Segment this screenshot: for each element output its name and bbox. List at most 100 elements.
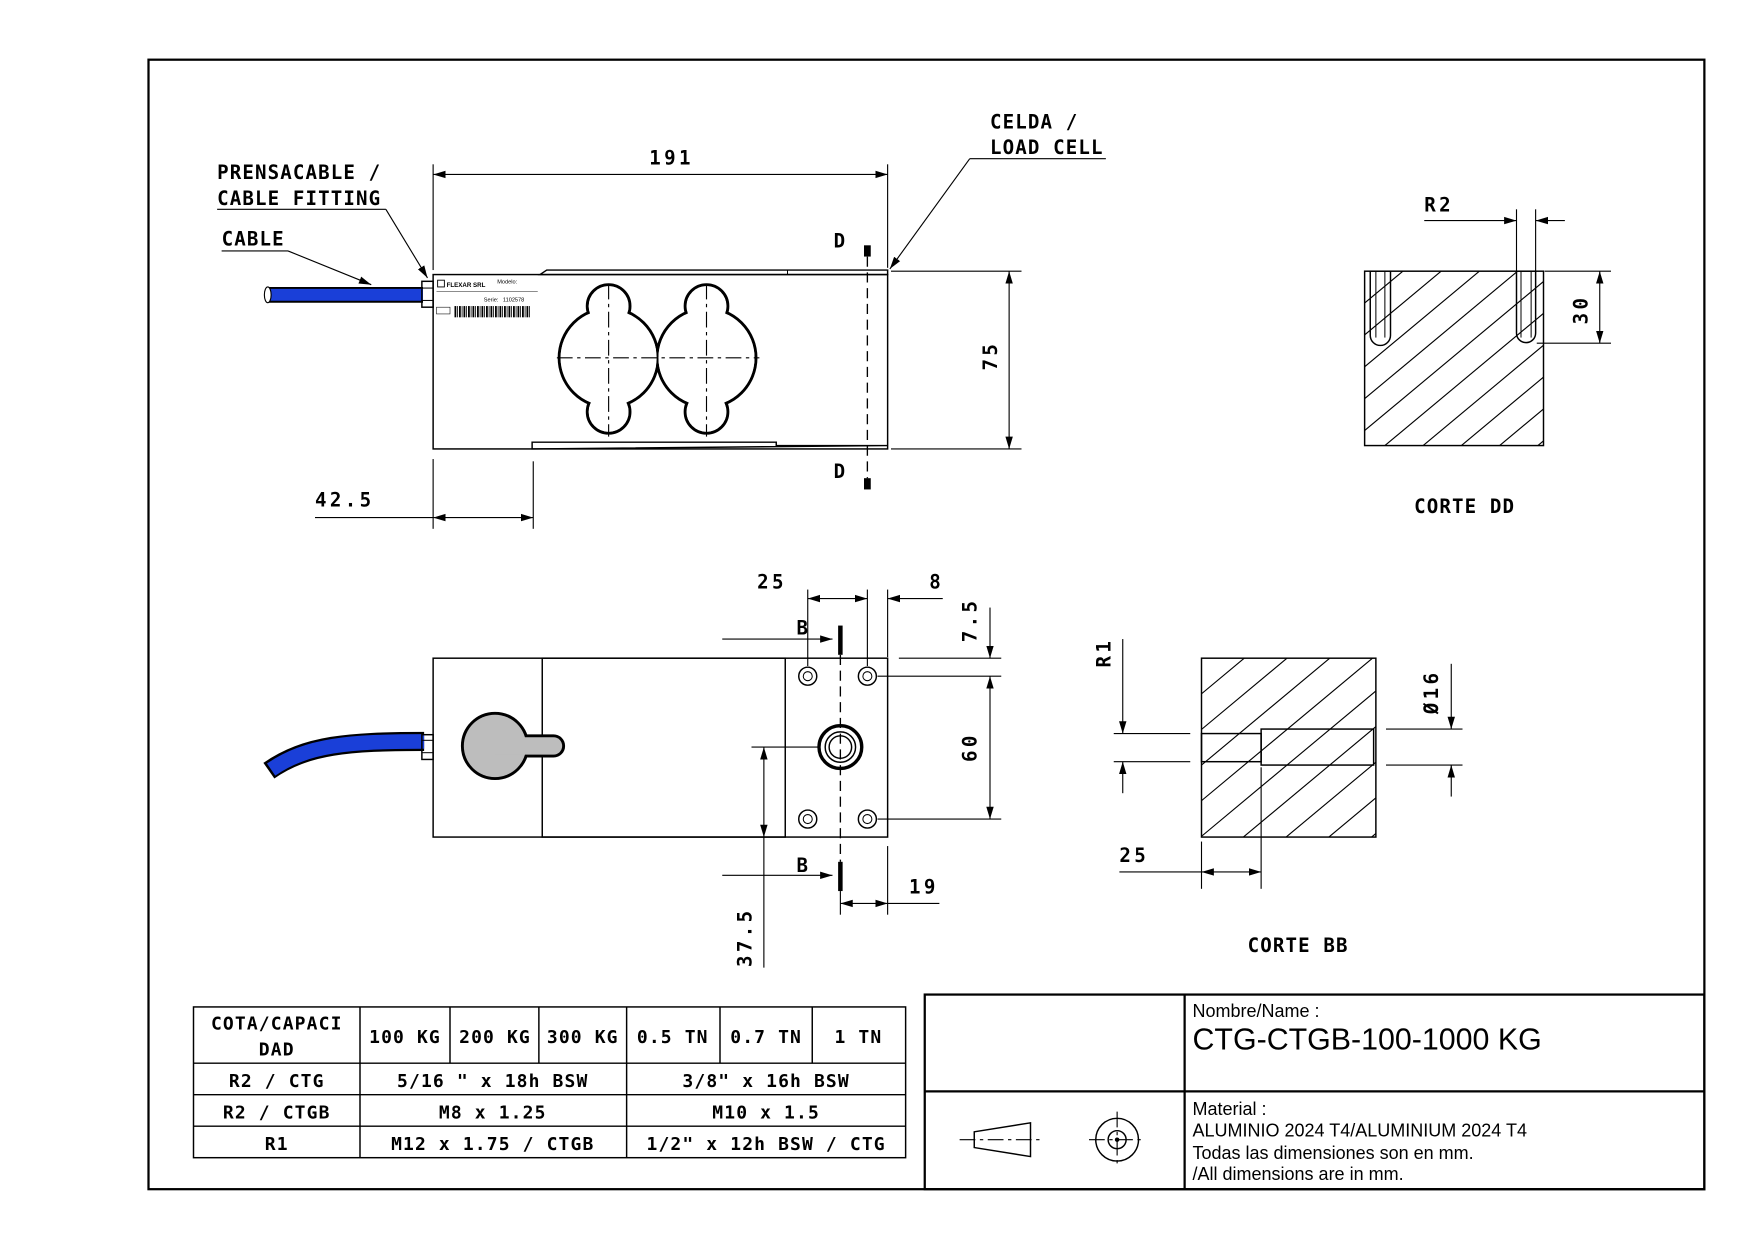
hatch-line — [1201, 658, 1373, 802]
hatch-line — [1285, 761, 1376, 838]
dimension-height-value: 75 — [979, 341, 1002, 371]
section-dd-title: CORTE DD — [1414, 495, 1515, 518]
dimension-hole-spacing-value: 25 — [757, 570, 787, 593]
table-capacity-header: 100 KG — [369, 1027, 441, 1048]
table-cell: M10 x 1.5 — [712, 1102, 820, 1123]
cable-fitting — [421, 280, 434, 308]
dimension-bore-depth: 25 — [1119, 767, 1262, 889]
strain-cutout — [556, 283, 760, 437]
table-row-label: R2 / CTG — [229, 1071, 325, 1092]
section-bb-title: CORTE BB — [1248, 934, 1349, 957]
table-cell: 3/8" x 16h BSW — [682, 1071, 849, 1092]
hatch-line — [1499, 408, 1544, 446]
hatch-line — [1576, 271, 1755, 445]
dimension-r2-value: R2 — [1424, 194, 1454, 217]
table-capacity-header: 0.5 TN — [637, 1027, 709, 1048]
dimension-hole-spacing: 25 — [757, 570, 868, 667]
table-cell: M12 x 1.75 / CTGB — [391, 1134, 594, 1155]
dimension-hole-vertical-value: 60 — [959, 732, 982, 762]
dimension-offset-value: 42.5 — [315, 488, 375, 511]
side-view: FLEXAR SRL Modelo: Serie: 1102578 — [217, 110, 1106, 529]
hatch-line — [1201, 658, 1245, 695]
section-mark-b-top: B — [797, 617, 810, 640]
hatch-line — [1364, 271, 1480, 368]
cable-plan — [263, 731, 425, 779]
dimension-center: 37.5 — [734, 746, 819, 968]
section-dd-hole-left — [1369, 270, 1392, 347]
table-capacity-header: 1 TN — [834, 1027, 882, 1048]
sticker-serial: 1102578 — [503, 298, 524, 304]
plan-view: B B 25 8 7.5 60 — [263, 570, 1002, 968]
table-cell: M8 x 1.25 — [439, 1102, 547, 1123]
hatch-line — [1201, 658, 1288, 731]
dimension-length: 191 — [432, 146, 889, 271]
callout-load-cell: CELDA / LOAD CELL — [889, 110, 1106, 270]
mounting-holes — [798, 666, 878, 829]
hatch-line — [1461, 376, 1544, 446]
table-capacity-header: 200 KG — [459, 1027, 531, 1048]
sheet-frame — [147, 58, 1706, 1191]
section-bb-hatching — [1201, 658, 1629, 838]
dimension-diameter-16: Ø16 — [1386, 663, 1463, 797]
dimension-r1: R1 — [1092, 638, 1191, 794]
callout-load-cell-line1: CELDA / — [990, 110, 1078, 133]
table-corner-line2: DAD — [259, 1039, 295, 1060]
dimension-bore-depth-value: 25 — [1119, 844, 1149, 867]
hatch-line — [1371, 832, 1376, 838]
table-row-label: R2 / CTGB — [223, 1102, 331, 1123]
hatch-line — [1422, 344, 1544, 446]
dimension-length-value: 191 — [649, 146, 694, 169]
product-sticker: FLEXAR SRL Modelo: Serie: 1102578 — [436, 279, 538, 318]
mounting-hole — [857, 809, 878, 829]
section-dd-outline — [1363, 270, 1545, 447]
sticker-brand: FLEXAR SRL — [447, 282, 486, 289]
table-row-label: R1 — [265, 1134, 289, 1155]
dimension-height: 75 — [891, 270, 1022, 450]
callout-cable-fitting-line2: CABLE FITTING — [217, 187, 381, 210]
title-part-name: CTG-CTGB-100-1000 KG — [1193, 1024, 1542, 1057]
dimension-center-edge: 19 — [839, 846, 940, 915]
sticker-serial-label: Serie: — [484, 298, 499, 304]
projection-symbol-circle-icon — [1089, 1111, 1146, 1168]
section-dd-hatching — [1364, 271, 1755, 446]
dimension-edge-top: 7.5 — [877, 598, 1002, 677]
dimension-diameter-16-value: Ø16 — [1420, 670, 1443, 716]
dimension-edge-value: 8 — [929, 570, 944, 593]
section-bb-outline — [1200, 657, 1377, 838]
table-capacity-header: 0.7 TN — [730, 1027, 802, 1048]
hatch-line — [1414, 658, 1629, 837]
hatch-line — [1364, 271, 1365, 272]
callout-load-cell-line2: LOAD CELL — [990, 136, 1104, 159]
cable — [263, 286, 423, 304]
hatch-line — [1364, 271, 1442, 336]
section-line-b: B B — [722, 617, 843, 892]
hatch-line — [1364, 280, 1544, 432]
callout-cable-label: CABLE — [222, 227, 285, 250]
flexar-logo-icon — [437, 279, 445, 288]
dimension-depth-30: 30 — [1536, 270, 1611, 344]
section-bb-bore-large — [1260, 728, 1375, 766]
projection-symbol-cone-icon — [959, 1121, 1042, 1158]
section-mark-b-bottom: B — [797, 854, 810, 877]
hatch-line — [1201, 658, 1202, 659]
table-corner-line1: COTA/CAPACI — [211, 1013, 343, 1034]
hatch-line — [1384, 312, 1544, 446]
mounting-hole — [798, 809, 818, 829]
dimension-r1-value: R1 — [1092, 638, 1115, 668]
section-mark-d-bottom: D — [834, 460, 847, 483]
hatch-line — [1201, 690, 1376, 838]
bottom-plate — [531, 441, 888, 450]
hatch-line — [1364, 271, 1404, 304]
load-hole — [817, 724, 864, 771]
cable-keyhole — [460, 711, 566, 781]
top-plate — [537, 269, 889, 276]
dimension-edge-top-value: 7.5 — [959, 598, 982, 643]
dimension-center-edge-value: 19 — [909, 875, 939, 898]
hatch-line — [1242, 725, 1376, 838]
sticker-model-label: Modelo: — [497, 280, 517, 286]
title-material: ALUMINIO 2024 T4/ALUMINIUM 2024 T4 — [1193, 1120, 1527, 1140]
section-dd-hole-right — [1515, 270, 1537, 344]
hatch-line — [1328, 797, 1376, 838]
dimension-edge: 8 — [887, 570, 944, 658]
